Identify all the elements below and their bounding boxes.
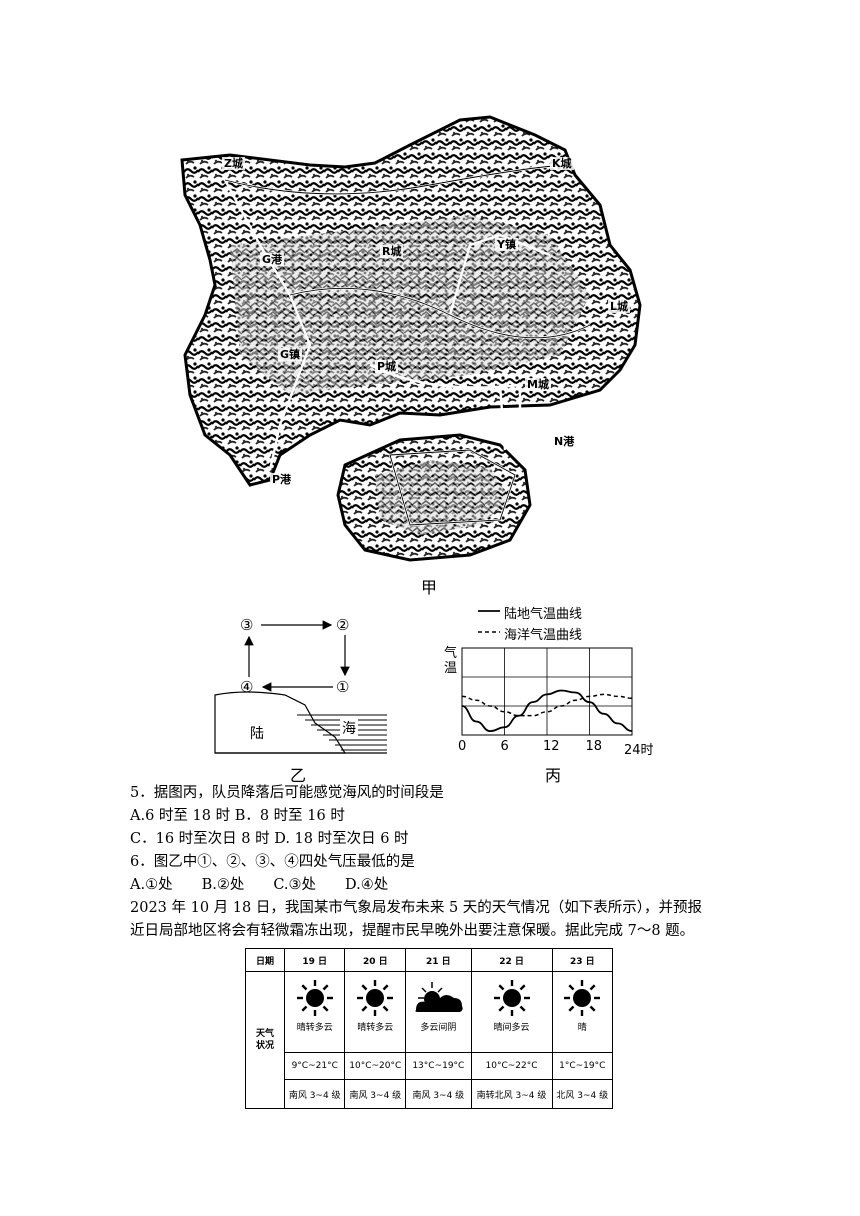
x-tick-label: 18 [585,739,603,754]
date-21: 21 日 [405,948,472,972]
cloud-icon [415,982,463,1012]
y-axis-label: 气温 [444,646,458,676]
weather-day-19: 晴转多云 [283,971,346,1053]
weather-desc: 晴间多云 [493,1023,530,1033]
point-3: ③ [240,616,254,634]
question-5-options-ab: A.6 时至 18 时 B．8 时至 16 时 [130,808,345,824]
intro-paragraph-line-2: 近日局部地区将会有轻微霜冻出现，提醒市民早晚外出要注意保暖。据此完成 7～8 题… [130,923,695,939]
question-6-options: A.①处 B.②处 C.③处 D.④处 [130,877,389,893]
x-tick-label: 24时 [624,743,654,758]
weather-desc: 晴 [577,1023,587,1033]
date-header: 日期 [245,948,285,972]
map-label-g-port: G港 [260,253,285,266]
terrain-map [180,115,642,562]
wind-19: 南风 3~4 级 [283,1079,346,1109]
intro-paragraph-line-1: 2023 年 10 月 18 日，我国某市气象局发布未来 5 天的天气情况（如下… [130,900,703,916]
map-caption: 甲 [421,578,438,597]
diagram-yi-caption: 乙 [290,766,307,785]
temp-range-21: 13°C~19°C [405,1052,472,1080]
sun-icon [493,980,530,1016]
map-label-k-city: K城 [550,157,574,170]
question-5-options-cd: C．16 时至次日 8 时 D. 18 时至次日 6 时 [130,831,409,847]
map-label-p-port: P港 [270,473,294,486]
temp-range-20: 10°C~20°C [344,1052,407,1080]
point-4: ④ [240,678,254,696]
map-label-l-city: L城 [608,300,631,313]
land-label: 陆 [250,726,264,742]
wind-23: 北风 3~4 级 [551,1079,614,1109]
temperature-chart [461,610,633,736]
question-6: 6．图乙中①、②、③、④四处气压最低的是 [130,854,415,870]
map-label-z-city: Z城 [222,157,245,170]
date-19: 19 日 [283,948,346,972]
sea-breeze-diagram [214,620,387,754]
x-tick-label: 6 [500,739,509,754]
weather-desc: 晴转多云 [296,1023,333,1033]
question-5: 5．据图丙，队员降落后可能感觉海风的时间段是 [130,785,444,801]
date-22: 22 日 [470,948,553,972]
status-header: 天气状况 [245,971,285,1109]
weather-day-21: 多云间阴 [405,971,472,1053]
series-land-line [461,689,633,733]
legend-land: 陆地气温曲线 [504,607,583,622]
diagram-yi: ③ ② ④ ① 陆 海 [205,605,395,760]
wind-22: 南转北风 3~4 级 [470,1079,553,1109]
legend-sea: 海洋气温曲线 [504,628,583,643]
map-label-y-town: Y镇 [495,238,518,251]
chart-bing: 陆地气温曲线 海洋气温曲线 气温 0 6 12 18 24时 [440,600,660,760]
weather-day-20: 晴转多云 [344,971,407,1053]
weather-day-22: 晴间多云 [470,971,553,1053]
temp-range-19: 9°C~21°C [283,1052,346,1080]
chart-bing-caption: 丙 [545,766,562,785]
point-1: ① [336,678,350,696]
weather-desc: 晴转多云 [357,1023,394,1033]
wind-20: 南风 3~4 级 [344,1079,407,1109]
sun-icon [296,980,333,1016]
map-label-p-city: P城 [375,360,399,373]
x-tick-label: 12 [543,739,560,754]
map-label-m-city: M城 [525,378,551,391]
x-tick-label: 0 [458,739,467,754]
weather-desc: 多云间阴 [420,1023,457,1033]
date-20: 20 日 [344,948,407,972]
map-label-n-port: N港 [552,435,577,448]
sun-icon [564,980,601,1016]
map-label-g-town: G镇 [278,348,303,361]
date-23: 23 日 [551,948,614,972]
temp-range-23: 1°C~19°C [551,1052,614,1080]
weather-table: 日期 19 日 20 日 21 日 22 日 23 日 天气状况 晴转多云 晴转… [245,948,614,1109]
sun-icon [357,980,394,1016]
map-jia: Z城 K城 G港 R城 Y镇 L城 G镇 P城 M城 P港 N港 [170,95,650,570]
wind-21: 南风 3~4 级 [405,1079,472,1109]
temp-range-22: 10°C~22°C [470,1052,553,1080]
map-label-r-city: R城 [380,245,404,258]
sea-label: 海 [340,718,358,738]
weather-day-23: 晴 [551,971,614,1053]
point-2: ② [336,616,350,634]
series-sea-line [461,693,633,717]
